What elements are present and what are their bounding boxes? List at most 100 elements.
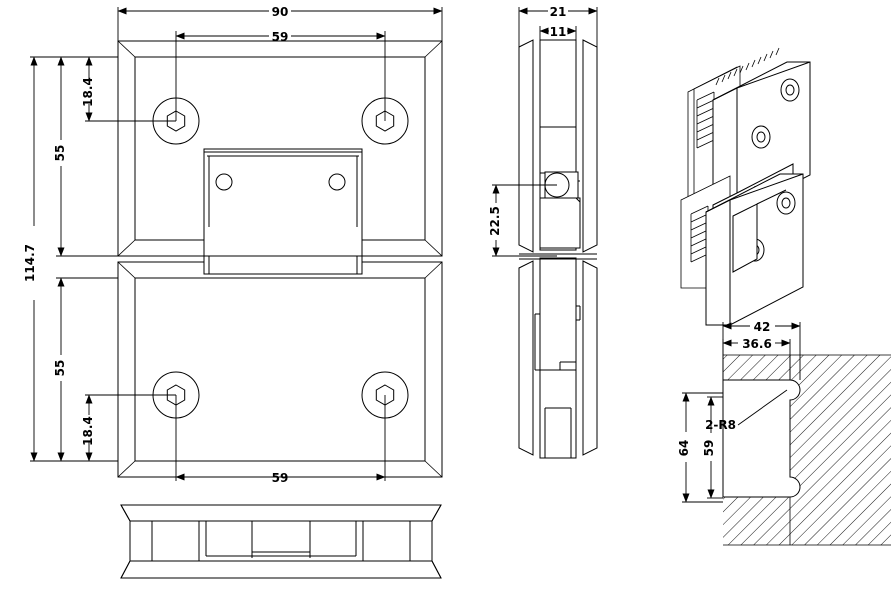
dim-label-59-bottom: 59 <box>272 471 289 485</box>
wall-mount-detail-view: 2-R8 42 36.6 64 <box>677 320 891 546</box>
iso-lower-plate-bevel <box>705 199 731 213</box>
dim-lower-hole-offset: 18.4 <box>81 394 176 462</box>
dim-label-18-4-upper: 18.4 <box>81 77 95 107</box>
iso-lower-right-screw <box>776 191 796 215</box>
front-elevation-view <box>117 40 443 478</box>
iso-serr-u-6 <box>696 131 715 141</box>
dim-label-59-detail: 59 <box>702 440 716 457</box>
knuckle-left-pin-hole <box>215 173 233 191</box>
iso-tooth-5 <box>739 65 744 74</box>
iso-serr-u-4 <box>696 115 715 125</box>
upper-plate-bevel-tl <box>117 40 136 58</box>
dim-upper-hole-offset: 18.4 <box>81 56 176 122</box>
lower-plate-inner-face <box>134 277 426 462</box>
dim-front-top-hole-spacing: 59 <box>175 30 386 121</box>
iso-tooth-11 <box>775 47 780 56</box>
iso-tooth-10 <box>769 50 774 59</box>
side-section-view <box>518 39 598 459</box>
bottom-top-flange <box>120 504 442 522</box>
dim-label-11: 11 <box>550 25 567 39</box>
lower-plate-bevel-tl <box>117 261 136 279</box>
iso-lower-recess <box>732 203 758 273</box>
bottom-bot-flange-bevel-l <box>120 560 131 579</box>
dim-label-90: 90 <box>272 5 289 19</box>
side-right-jaw-lower <box>582 260 598 456</box>
dim-lower-plate-height: 55 <box>53 277 118 462</box>
upper-plate-bevel-tr <box>424 40 443 58</box>
upper-plate-bevel-br <box>424 239 443 257</box>
iso-serr-u-1 <box>696 91 715 101</box>
iso-upper-plate-top <box>736 61 811 89</box>
bottom-top-flange-bevel-l <box>120 504 131 522</box>
iso-tooth-1 <box>715 77 720 86</box>
lower-plate-bevel-tr <box>424 261 443 279</box>
dim-detail-overall-height: 64 <box>677 392 723 503</box>
dim-label-55-upper: 55 <box>53 145 67 162</box>
bottom-top-flange-bevel-r <box>431 504 442 522</box>
front-knuckle-overlap <box>203 255 363 275</box>
side-left-jaw-upper <box>518 39 534 253</box>
dim-label-59-top: 59 <box>272 30 289 44</box>
radius-leader-line <box>737 389 788 426</box>
dim-label-42: 42 <box>754 320 771 334</box>
iso-serr-l-4 <box>690 229 709 239</box>
iso-lower-recess-top <box>756 189 787 205</box>
detail-bracket-profile <box>722 379 801 498</box>
dim-detail-inner-width: 36.6 <box>722 337 791 380</box>
side-centre-web-lower <box>539 257 577 459</box>
iso-tooth-3 <box>727 71 732 80</box>
iso-serr-l-1 <box>690 205 709 215</box>
iso-upper-right-screw <box>780 78 800 102</box>
iso-tooth-8 <box>757 56 762 65</box>
knuckle-body <box>203 148 363 275</box>
dim-label-21: 21 <box>550 5 567 19</box>
iso-upper-left-screw-socket <box>756 131 766 143</box>
front-centre-knuckle <box>203 148 363 275</box>
dim-label-64: 64 <box>677 440 691 457</box>
dim-label-22-5: 22.5 <box>488 206 502 236</box>
upper-plate-bevel-bl <box>117 239 136 257</box>
lower-plate-bevel-br <box>424 460 443 478</box>
iso-tooth-6 <box>745 62 750 71</box>
iso-serr-l-2 <box>690 213 709 223</box>
iso-upper-plate-bevel <box>712 87 738 101</box>
lower-plate-bevel-bl <box>117 460 136 478</box>
iso-tooth-7 <box>751 59 756 68</box>
dim-front-overall-width: 90 <box>117 5 443 41</box>
dim-side-thickness: 21 <box>518 5 598 47</box>
front-view-dimensions: 90 59 59 114.7 <box>23 5 443 485</box>
side-left-jaw-lower <box>518 260 534 456</box>
iso-serr-u-7 <box>696 139 715 149</box>
side-view-dimensions: 21 11 22.5 <box>488 5 598 257</box>
side-upper-half <box>518 39 598 253</box>
side-boss-corner-tick <box>575 197 581 203</box>
iso-serration-group-upper <box>696 91 715 149</box>
wall-hatch-boundary <box>723 354 891 546</box>
knuckle-overlap-band <box>203 255 363 275</box>
bottom-web-body <box>129 520 433 562</box>
iso-lower-right-screw-socket <box>781 197 791 209</box>
iso-tooth-4 <box>733 68 738 77</box>
dim-detail-inner-height: 59 <box>702 396 723 499</box>
iso-upper-right-screw-socket <box>785 84 795 96</box>
iso-serr-l-6 <box>690 245 709 255</box>
dim-side-pin-height: 22.5 <box>488 184 557 257</box>
iso-upper-left-screw <box>751 125 771 149</box>
iso-comb-teeth-top <box>715 47 780 86</box>
iso-serr-u-5 <box>696 123 715 133</box>
isometric-3d-view <box>680 47 811 326</box>
iso-lower-plate-top <box>729 173 804 201</box>
side-lower-boss-upper <box>539 197 581 249</box>
side-lower-half <box>518 257 598 459</box>
dim-label-18-4-lower: 18.4 <box>81 416 95 446</box>
bottom-bot-flange-bevel-r <box>431 560 442 579</box>
dim-front-bottom-hole-spacing: 59 <box>175 395 386 485</box>
dim-label-55-lower: 55 <box>53 360 67 377</box>
iso-serr-l-5 <box>690 237 709 247</box>
side-right-jaw-upper <box>582 39 598 253</box>
iso-tooth-2 <box>721 74 726 83</box>
bottom-edge-view <box>120 504 442 579</box>
iso-serr-u-3 <box>696 107 715 117</box>
